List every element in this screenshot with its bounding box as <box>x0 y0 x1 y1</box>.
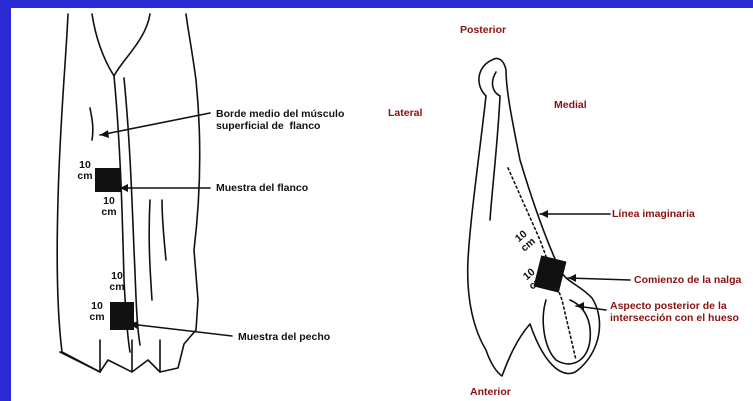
left-rib-2 <box>162 200 166 260</box>
left-outline-inner <box>92 14 150 76</box>
arrow-imaginary <box>540 210 548 218</box>
label-border-muscle: Borde medio del músculo superficial de f… <box>216 108 344 132</box>
left-bottom <box>60 352 100 372</box>
flank-sample <box>95 168 121 192</box>
label-lateral: Lateral <box>388 107 422 119</box>
label-rump-start: Comienzo de la nalga <box>634 274 741 286</box>
dim-breast-horizontal: 10 cm <box>84 301 110 323</box>
dim-flank-vertical: 10 cm <box>74 160 96 182</box>
label-posterior: Posterior <box>460 24 506 36</box>
label-medial: Medial <box>554 99 587 111</box>
dim-flank-horizontal: 10 cm <box>96 196 122 218</box>
left-rib-1 <box>149 200 152 300</box>
label-breast-sample: Muestra del pecho <box>238 331 330 343</box>
left-leg <box>100 340 160 372</box>
dim-breast-vertical: 10 cm <box>104 271 130 293</box>
left-fold <box>90 108 93 140</box>
label-posterior-aspect: Aspecto posterior de la intersección con… <box>610 300 739 324</box>
label-flank-sample: Muestra del flanco <box>216 182 308 194</box>
breast-sample <box>110 302 134 330</box>
right-inner <box>490 72 500 220</box>
label-imaginary-line: Línea imaginaria <box>612 208 695 220</box>
label-anterior: Anterior <box>470 386 511 398</box>
pointer-breast <box>130 324 232 336</box>
pointer-rump <box>568 278 630 280</box>
